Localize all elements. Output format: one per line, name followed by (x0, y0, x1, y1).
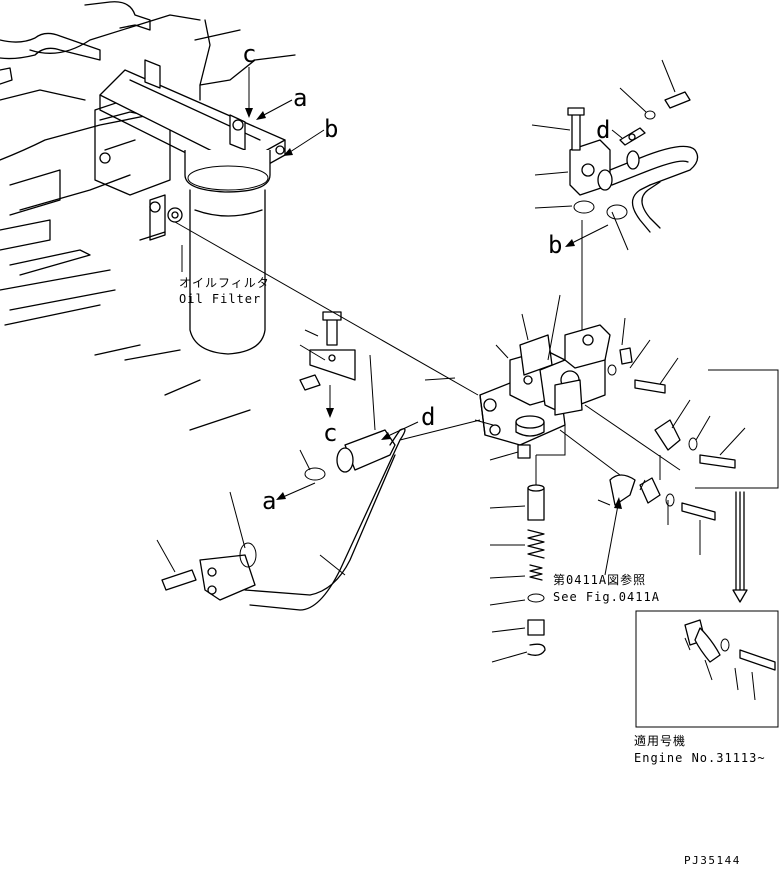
label-d-mid: d (421, 403, 435, 431)
label-c-top: c (242, 40, 256, 68)
drawing-code: PJ35144 (684, 854, 741, 867)
oil-filter (167, 150, 271, 355)
label-b-right: b (548, 231, 562, 259)
applicable-label-en: Engine No.31113~ (634, 751, 766, 765)
label-b-top: b (324, 115, 338, 143)
right-bracket (607, 347, 736, 521)
valve-parts (517, 444, 546, 656)
label-a-top: a (293, 84, 307, 112)
label-a-low: a (262, 487, 276, 515)
reference-label-jp: 第0411A図参照 (553, 572, 646, 587)
reference-label-en: See Fig.0411A (553, 590, 660, 604)
label-d-top: d (596, 116, 610, 144)
filter-housing (479, 324, 611, 446)
leader-lines (156, 59, 779, 663)
upper-pipe (567, 91, 699, 233)
inset-box (635, 610, 779, 728)
label-c-mid: c (323, 419, 337, 447)
lower-pipe (161, 311, 406, 611)
applicable-label-jp: 適用号機 (634, 733, 686, 748)
oil-filter-label-en: Oil Filter (179, 292, 261, 306)
oil-filter-label-jp: オイルフィルタ (179, 276, 270, 290)
